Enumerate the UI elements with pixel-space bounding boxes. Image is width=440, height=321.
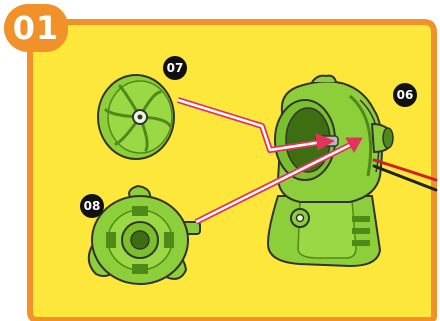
end-cap-part: [87, 184, 201, 285]
part-label-impeller: 07: [163, 56, 187, 80]
step-number-badge: 01: [4, 4, 68, 52]
arrow-endcap-to-housing: [194, 137, 363, 225]
impeller-part: [97, 74, 175, 160]
motor-wires: [372, 158, 438, 192]
arrow-impeller-to-housing: [177, 97, 335, 153]
part-label-pump-housing: 06: [393, 83, 417, 107]
part-label-end-cap: 08: [80, 194, 104, 218]
